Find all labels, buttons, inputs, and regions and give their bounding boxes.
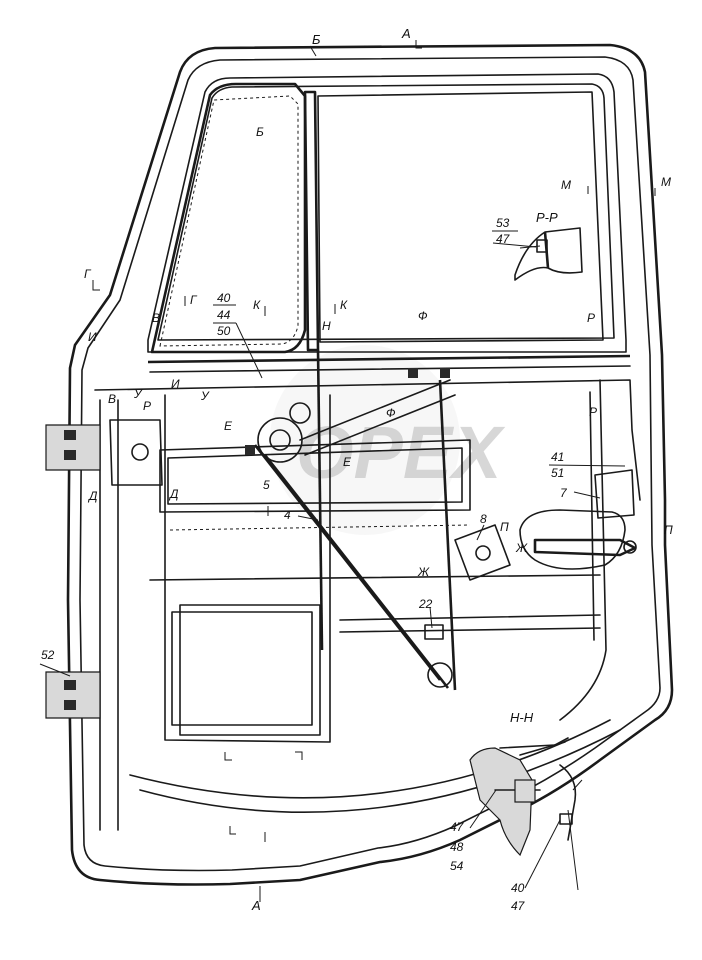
label-g-left: Г xyxy=(84,267,92,281)
section-markers xyxy=(92,40,656,902)
upper-hinge xyxy=(45,419,163,486)
callout-47-nn-bottom: 47 xyxy=(511,899,526,913)
leader-lines xyxy=(39,242,626,889)
label-m-left: М xyxy=(561,178,571,192)
callout-8: 8 xyxy=(480,512,487,526)
door-outer-contour xyxy=(66,43,674,886)
callout-51: 51 xyxy=(551,466,564,480)
label-r-right-upper: Р xyxy=(587,311,595,325)
callout-40: 40 xyxy=(217,291,231,305)
label-e-left: Е xyxy=(224,419,233,433)
label-k-left: К xyxy=(253,298,261,312)
callout-5: 5 xyxy=(263,478,270,492)
window-regulator xyxy=(245,349,511,691)
label-v-lower: В xyxy=(108,392,116,406)
label-g-mid: Г xyxy=(190,293,198,307)
label-a-bottom: А xyxy=(251,898,261,913)
callout-53: 53 xyxy=(496,216,510,230)
label-zh-left: Ж xyxy=(417,565,430,579)
label-p-left: П xyxy=(500,520,509,534)
callout-44: 44 xyxy=(217,308,231,322)
callout-52: 52 xyxy=(41,648,55,662)
label-m-right: М xyxy=(661,175,671,189)
callout-7: 7 xyxy=(560,486,568,500)
callout-54: 54 xyxy=(450,859,464,873)
inner-panel xyxy=(94,354,641,831)
label-f-lower: Ф xyxy=(386,406,396,420)
label-a-top: А xyxy=(401,26,411,41)
detail-view-rr xyxy=(514,227,583,281)
label-zh-right: Ж xyxy=(515,541,528,555)
label-u-left: У xyxy=(133,387,143,401)
view-title-rr: Р-Р xyxy=(536,210,558,225)
callout-41: 41 xyxy=(551,450,564,464)
callout-40-nn: 40 xyxy=(511,881,525,895)
lower-hinge xyxy=(45,671,101,719)
label-b-window: Б xyxy=(256,125,264,139)
detail-view-nn xyxy=(469,737,583,891)
label-n-mid: Н xyxy=(322,319,331,333)
label-d-right: Д xyxy=(168,487,179,501)
label-u-right: У xyxy=(200,389,210,403)
label-f-upper: Ф xyxy=(418,309,428,323)
label-d-left: Д xyxy=(87,489,98,503)
callout-48: 48 xyxy=(450,840,464,854)
label-b-top: Б xyxy=(312,32,321,47)
label-k-right: К xyxy=(340,298,348,312)
callout-47-rr: 47 xyxy=(496,232,511,246)
callout-50: 50 xyxy=(217,324,231,338)
label-r-left: Р xyxy=(143,399,151,413)
label-e-right: Е xyxy=(343,455,352,469)
label-p-right: П xyxy=(664,523,673,537)
label-v-upper: В xyxy=(152,311,160,325)
callout-47-nn: 47 xyxy=(450,820,465,834)
interior-handle xyxy=(519,469,637,570)
window-frame xyxy=(147,73,627,354)
label-i-left: И xyxy=(88,330,97,344)
callout-22: 22 xyxy=(418,597,433,611)
label-i-right: И xyxy=(171,377,180,391)
view-title-nn: Н-Н xyxy=(510,710,534,725)
callout-4: 4 xyxy=(284,508,291,522)
label-r-right-lower: Р xyxy=(589,405,597,419)
